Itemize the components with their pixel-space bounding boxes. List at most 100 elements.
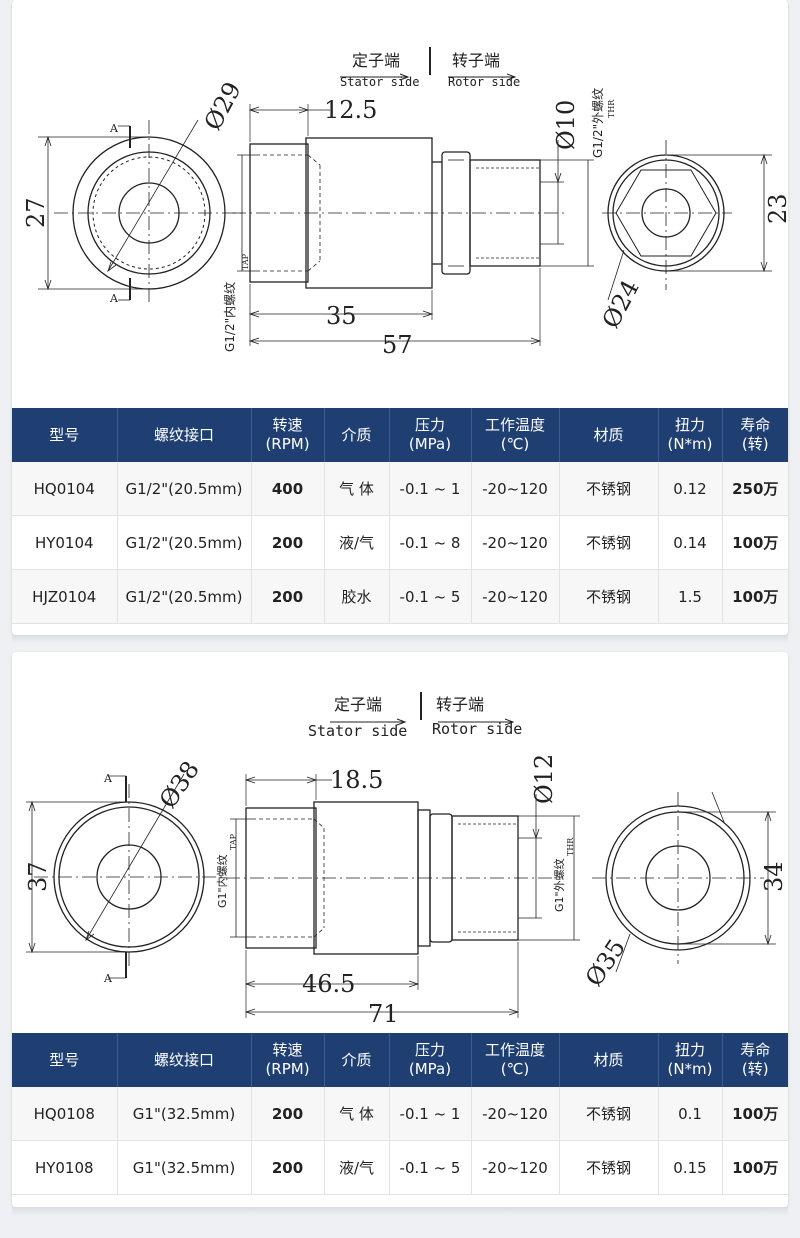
- table-row: HQ0104 G1/2"(20.5mm) 400 气 体 -0.1 ~ 1 -2…: [12, 462, 788, 516]
- table-row: HJZ0104 G1/2"(20.5mm) 200 胶水 -0.1 ~ 5 -2…: [12, 569, 788, 624]
- thread-in-sub: TAP: [241, 253, 250, 270]
- cell-material: 不锈钢: [559, 1140, 659, 1195]
- thread-out-label: G1"外螺纹: [552, 858, 566, 912]
- header-temperature: 工作温度(℃): [471, 1033, 560, 1087]
- cell-temperature: -20~120: [471, 1087, 560, 1141]
- header-temperature: 工作温度(℃): [471, 408, 560, 462]
- dim-right-height: 34: [760, 861, 788, 892]
- cell-material: 不锈钢: [559, 569, 659, 624]
- cell-thread: G1"(32.5mm): [117, 1140, 252, 1195]
- cell-torque: 0.15: [658, 1140, 723, 1195]
- stator-label-cn: 定子端: [334, 695, 382, 714]
- cell-torque: 0.12: [658, 462, 723, 516]
- cell-speed: 200: [251, 569, 325, 624]
- cell-pressure: -0.1 ~ 5: [389, 569, 472, 624]
- cell-thread: G1/2"(20.5mm): [117, 515, 252, 570]
- dim-height: 27: [22, 197, 50, 228]
- header-torque: 扭力(N*m): [658, 1033, 723, 1087]
- cell-model: HQ0108: [12, 1087, 118, 1141]
- cell-material: 不锈钢: [559, 1087, 659, 1141]
- header-model: 型号: [12, 1033, 118, 1087]
- cell-material: 不锈钢: [559, 515, 659, 570]
- rotor-label-en: Rotor side: [448, 75, 520, 89]
- cell-speed: 200: [251, 515, 325, 570]
- table-row: HY0104 G1/2"(20.5mm) 200 液/气 -0.1 ~ 8 -2…: [12, 515, 788, 570]
- cell-model: HQ0104: [12, 462, 118, 516]
- stator-label-en: Stator side: [308, 722, 407, 740]
- dim-length-2: 57: [382, 331, 413, 359]
- cell-temperature: -20~120: [471, 569, 560, 624]
- cell-life: 100万: [722, 1087, 788, 1141]
- thread-in-label: G1"内螺纹: [215, 854, 229, 908]
- spec-table: 型号 螺纹接口 转速(RPM) 介质 压力(MPa) 工作温度(℃) 材质 扭力…: [12, 1033, 788, 1195]
- dim-step-length: 12.5: [324, 96, 377, 124]
- dim-height: 37: [24, 861, 52, 892]
- section-mark-top: A: [103, 772, 113, 785]
- table-row: HY0108 G1"(32.5mm) 200 液/气 -0.1 ~ 5 -20~…: [12, 1140, 788, 1195]
- cell-life: 100万: [722, 515, 788, 570]
- header-thread: 螺纹接口: [117, 1033, 252, 1087]
- header-thread: 螺纹接口: [117, 408, 252, 462]
- header-model: 型号: [12, 408, 118, 462]
- product-card-g1: 定子端 Stator side 转子端 Rotor side A A Ø38 3…: [12, 652, 788, 1207]
- cell-torque: 1.5: [658, 569, 723, 624]
- table-header-row: 型号 螺纹接口 转速(RPM) 介质 压力(MPa) 工作温度(℃) 材质 扭力…: [12, 408, 788, 462]
- header-speed: 转速(RPM): [251, 408, 325, 462]
- rotor-label-cn: 转子端: [452, 51, 500, 70]
- section-mark-bottom: A: [103, 972, 113, 985]
- cell-torque: 0.1: [658, 1087, 723, 1141]
- dim-right-diameter: Ø24: [597, 275, 645, 332]
- cell-pressure: -0.1 ~ 8: [389, 515, 472, 570]
- card-shadow: [12, 1207, 788, 1215]
- thread-in-sub: TAP: [229, 833, 238, 850]
- cell-thread: G1"(32.5mm): [117, 1087, 252, 1141]
- cell-pressure: -0.1 ~ 1: [389, 462, 472, 516]
- stator-label-en: Stator side: [340, 75, 419, 89]
- header-pressure: 压力(MPa): [389, 408, 472, 462]
- product-card-g1-2: 定子端 Stator side 转子端 Rotor side A A Ø29 2…: [12, 0, 788, 635]
- dim-outer-diameter: Ø29: [199, 77, 247, 134]
- technical-drawing: 定子端 Stator side 转子端 Rotor side A A Ø38 3…: [24, 692, 788, 1028]
- header-material: 材质: [559, 408, 659, 462]
- thread-out-sub: THR: [566, 837, 575, 856]
- stator-label-cn: 定子端: [352, 51, 400, 70]
- dim-step-length: 18.5: [330, 766, 383, 794]
- cell-speed: 400: [251, 462, 325, 516]
- header-torque: 扭力(N*m): [658, 408, 723, 462]
- dim-length-1: 35: [326, 302, 357, 330]
- cell-medium: 液/气: [324, 1140, 390, 1195]
- cell-life: 250万: [722, 462, 788, 516]
- cell-speed: 200: [251, 1140, 325, 1195]
- dim-outer-diameter: Ø38: [154, 756, 205, 813]
- rotor-label-en: Rotor side: [432, 720, 522, 738]
- section-mark-bottom: A: [109, 292, 119, 305]
- header-material: 材质: [559, 1033, 659, 1087]
- cell-thread: G1/2"(20.5mm): [117, 569, 252, 624]
- cell-life: 100万: [722, 1140, 788, 1195]
- header-pressure: 压力(MPa): [389, 1033, 472, 1087]
- dim-length-2: 71: [368, 1000, 399, 1028]
- header-medium: 介质: [324, 1033, 390, 1087]
- dim-bore: Ø10: [552, 100, 580, 150]
- cell-temperature: -20~120: [471, 462, 560, 516]
- cell-pressure: -0.1 ~ 1: [389, 1087, 472, 1141]
- cell-medium: 气 体: [324, 1087, 390, 1141]
- spec-table: 型号 螺纹接口 转速(RPM) 介质 压力(MPa) 工作温度(℃) 材质 扭力…: [12, 408, 788, 624]
- dim-right-height: 23: [764, 193, 788, 224]
- cell-speed: 200: [251, 1087, 325, 1141]
- dim-bore: Ø12: [530, 754, 558, 804]
- cell-temperature: -20~120: [471, 1140, 560, 1195]
- header-life: 寿命(转): [722, 1033, 788, 1087]
- thread-out-label: G1/2"外螺纹: [591, 88, 605, 158]
- cell-thread: G1/2"(20.5mm): [117, 462, 252, 516]
- header-medium: 介质: [324, 408, 390, 462]
- rotor-label-cn: 转子端: [436, 695, 484, 714]
- cell-model: HJZ0104: [12, 569, 118, 624]
- header-speed: 转速(RPM): [251, 1033, 325, 1087]
- thread-in-label: G1/2"内螺纹: [223, 282, 237, 352]
- dim-right-diameter: Ø35: [580, 934, 631, 991]
- header-life: 寿命(转): [722, 408, 788, 462]
- cell-temperature: -20~120: [471, 515, 560, 570]
- cell-model: HY0108: [12, 1140, 118, 1195]
- section-mark-top: A: [109, 122, 119, 135]
